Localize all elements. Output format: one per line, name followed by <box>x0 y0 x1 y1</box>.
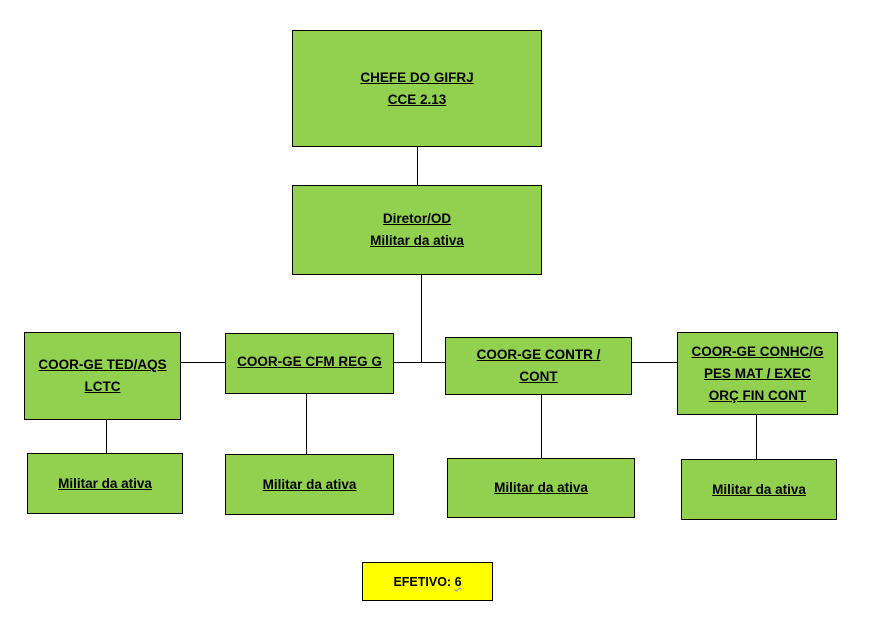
chief-title: CHEFE DO GIFRJ <box>360 69 474 85</box>
connector-coord4-staff <box>756 414 757 460</box>
efetivo-label: EFETIVO: <box>393 574 455 589</box>
coord-conhc-line3: ORÇ FIN CONT <box>708 387 807 403</box>
director-title: Diretor/OD <box>382 211 452 226</box>
staff-label-4: Militar da ativa <box>712 481 806 497</box>
connector-coord3-staff <box>541 394 542 459</box>
coord-cfm-reg-box: COOR-GE CFM REG G <box>225 333 394 394</box>
coord-ted-aqs-box: COOR-GE TED/AQS LCTC <box>24 332 181 420</box>
staff-label-2: Militar da ativa <box>262 476 357 492</box>
coord-ted-aqs-line2: LCTC <box>84 379 121 394</box>
connector-coord2-staff <box>306 393 307 455</box>
staff-box-2: Militar da ativa <box>225 454 394 515</box>
coord-conhc-line1: COOR-GE CONHC/G <box>691 343 824 359</box>
connector-coord1-staff <box>106 419 107 454</box>
connector-chief-director <box>417 146 418 186</box>
coord-contr-box: COOR-GE CONTR / CONT <box>445 337 632 395</box>
staff-box-1: Militar da ativa <box>27 453 183 514</box>
coord-contr-line1: COOR-GE CONTR / <box>476 347 601 362</box>
efetivo-value: 6 <box>454 574 462 589</box>
chief-box: CHEFE DO GIFRJ CCE 2.13 <box>292 30 542 147</box>
connector-director-bus <box>421 274 422 363</box>
director-staff: Militar da ativa <box>370 233 464 248</box>
coord-ted-aqs-line1: COOR-GE TED/AQS <box>38 357 167 372</box>
coord-contr-line2: CONT <box>519 369 558 384</box>
connector-horizontal-bus <box>180 362 678 363</box>
director-box: Diretor/OD Militar da ativa <box>292 185 542 275</box>
staff-label-3: Militar da ativa <box>494 480 588 495</box>
chief-code: CCE 2.13 <box>387 91 447 107</box>
efetivo-box: EFETIVO: 6 <box>362 562 493 601</box>
staff-label-1: Militar da ativa <box>58 475 152 491</box>
coord-cfm-reg-line1: COOR-GE CFM REG G <box>237 354 382 369</box>
coord-conhc-box: COOR-GE CONHC/G PES MAT / EXEC ORÇ FIN C… <box>677 332 838 415</box>
coord-conhc-line2: PES MAT / EXEC <box>703 365 812 381</box>
staff-box-3: Militar da ativa <box>447 458 635 518</box>
staff-box-4: Militar da ativa <box>681 459 837 520</box>
